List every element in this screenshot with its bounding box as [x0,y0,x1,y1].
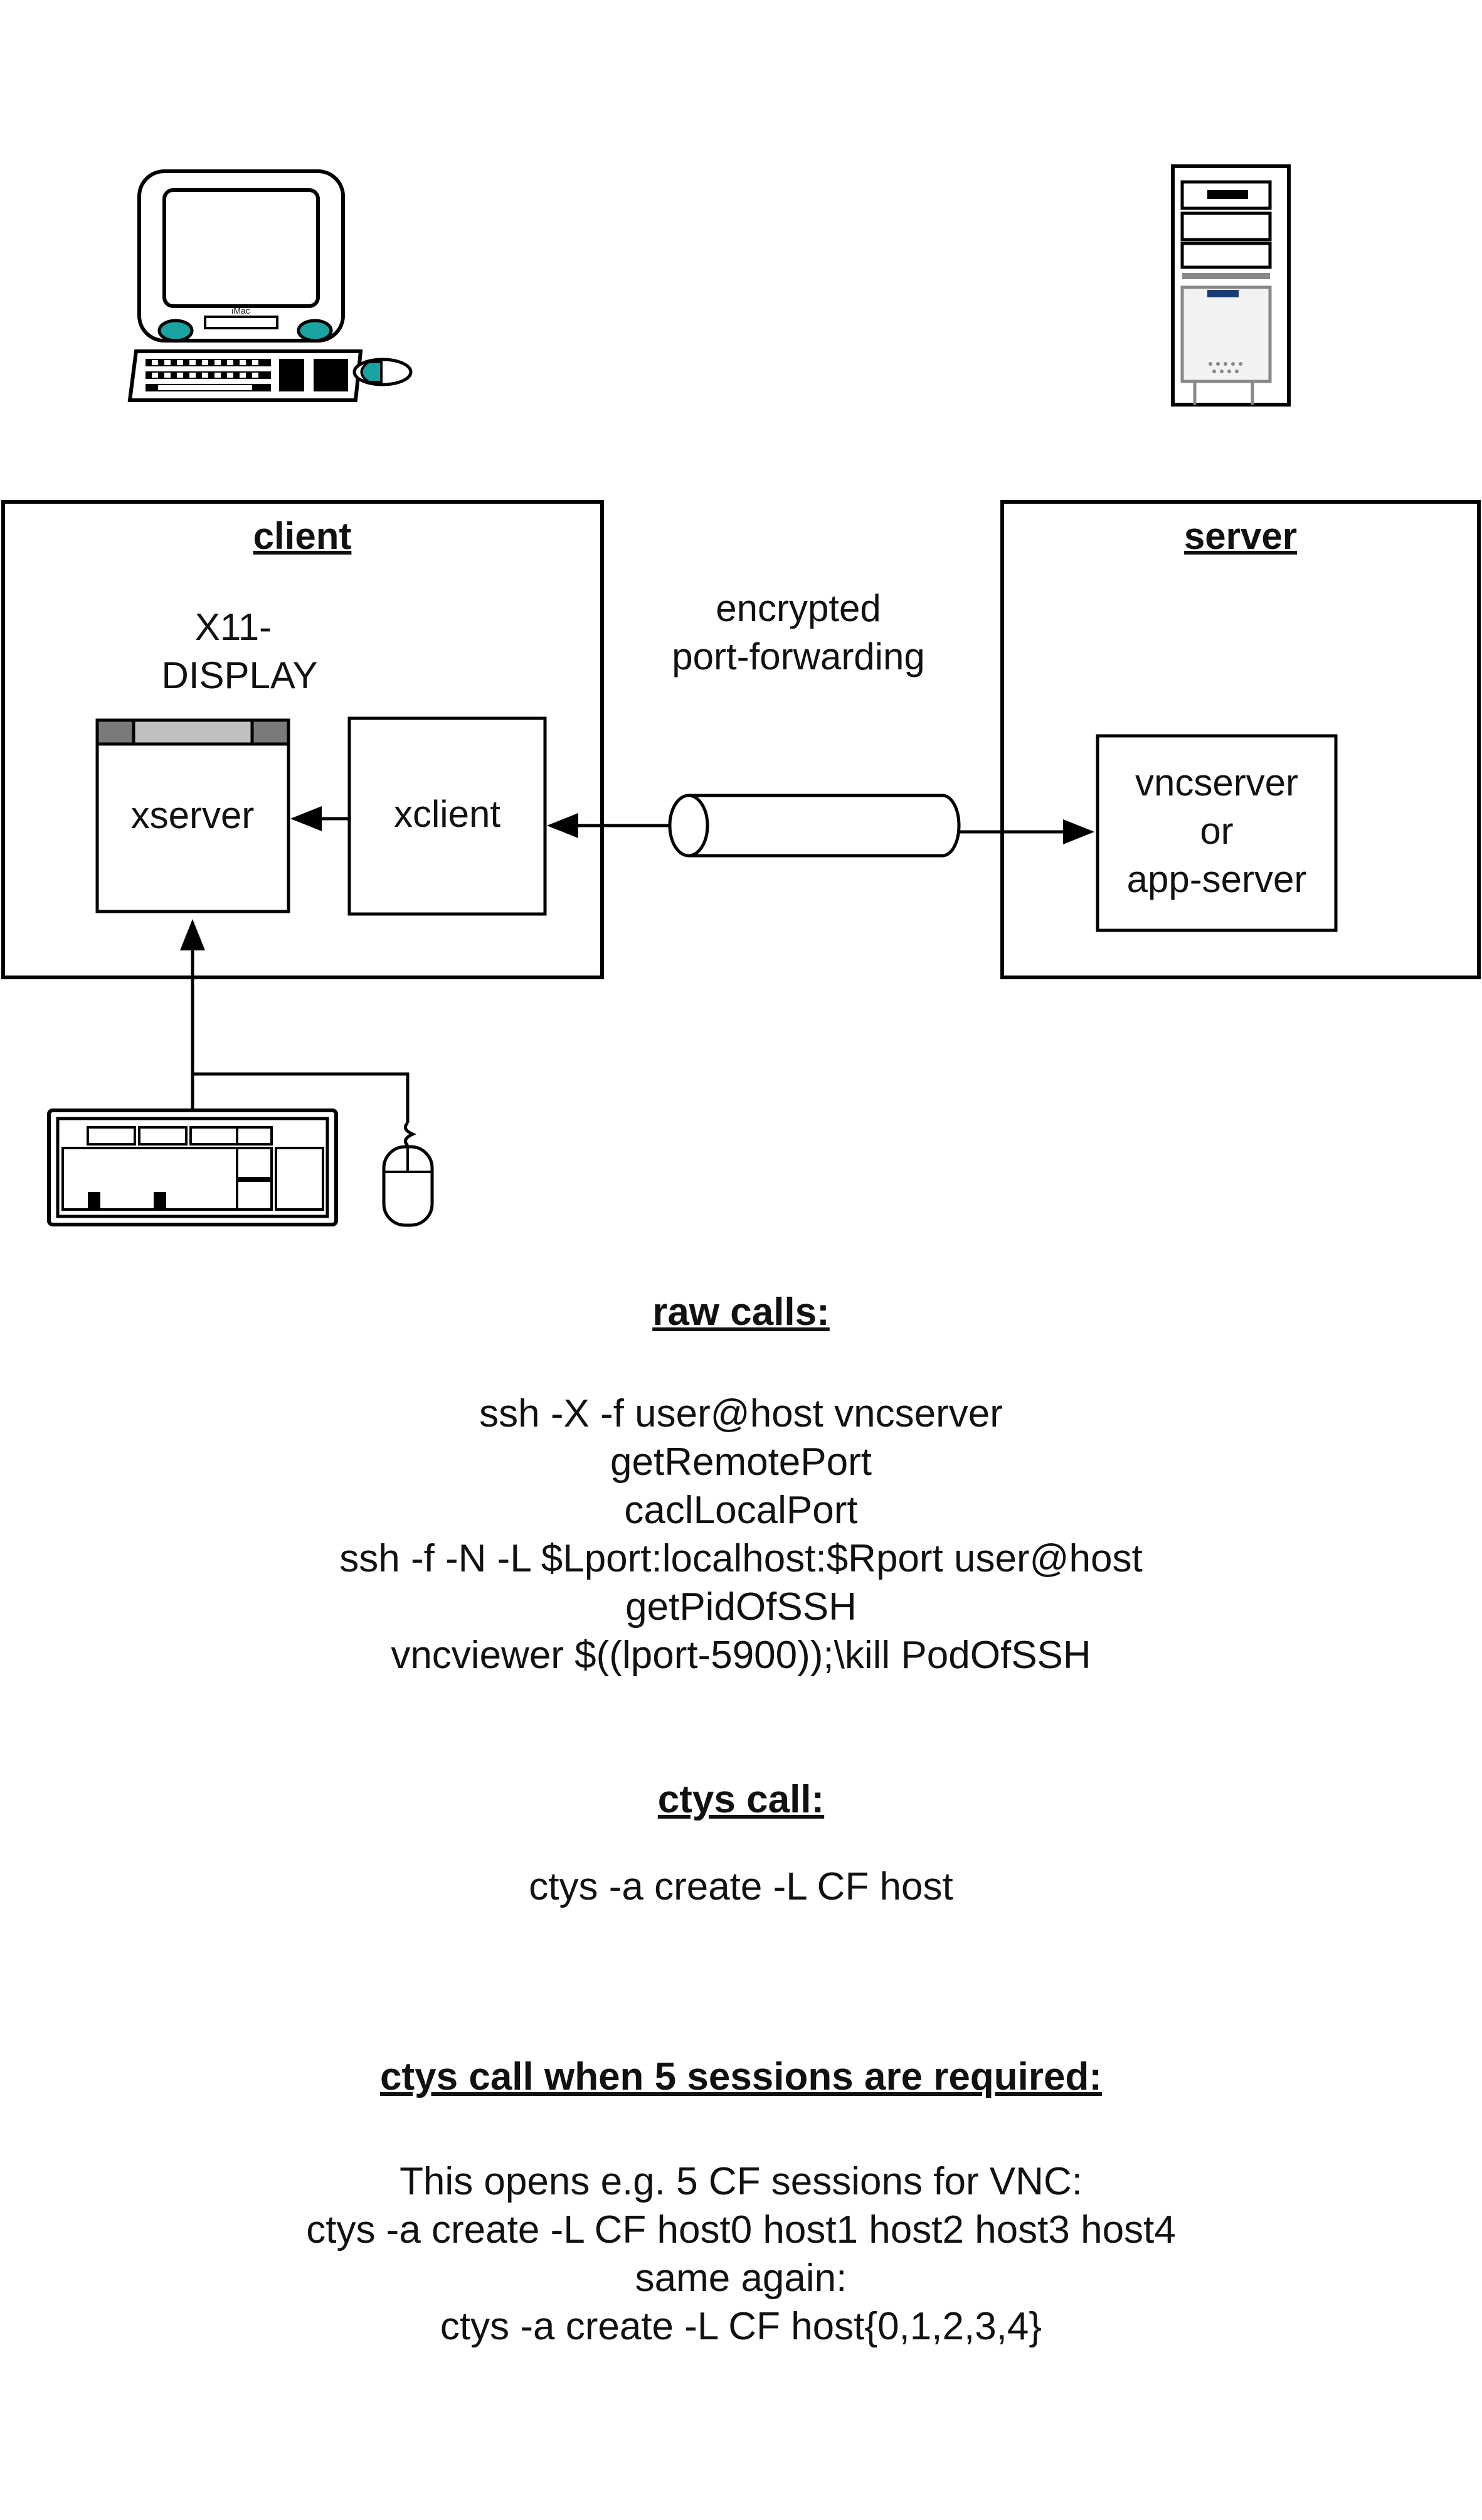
ctys-call-heading: ctys call: [657,1778,825,1821]
xclient-label: xclient [394,793,500,835]
xserver-label: xserver [131,794,255,836]
raw-call-line: getRemotePort [610,1440,872,1484]
client-computer-icon: iMac [127,169,413,402]
tunnel-label-line1: encrypted [716,587,881,629]
server-box [1000,500,1481,979]
client-box [1,500,604,979]
raw-call-line: caclLocalPort [624,1489,858,1532]
vncserver-label-line3: app-server [1127,858,1307,900]
xserver-window: xserver [95,718,290,913]
vncserver-label-line2: or [1200,810,1233,852]
vncserver-box: vncserver or app-server [1096,734,1338,932]
keyboard-icon [47,1108,338,1226]
ctys-multi-line: ctys -a create -L CF host0 host1 host2 h… [306,2208,1176,2252]
raw-call-line: vncviewer $((lport-5900));\kill PodOfSSH [391,1634,1091,1677]
ctys-multi-line: ctys -a create -L CF host{0,1,2,3,4} [440,2305,1042,2348]
server-tower-icon [1171,164,1291,407]
raw-call-line: getPidOfSSH [625,1585,857,1629]
xclient-box: xclient [347,716,547,916]
ctys-multi-line: This opens e.g. 5 CF sessions for VNC: [400,2160,1082,2203]
ctys-call-line: ctys -a create -L CF host [529,1865,953,1908]
tunnel-label-line2: port-forwarding [672,635,925,678]
ctys-multi-line: same again: [635,2257,847,2300]
ssh-tunnel-pipe [668,794,961,858]
raw-calls-heading: raw calls: [652,1290,830,1334]
x11-display-label-line2: DISPLAY [162,654,318,696]
mouse-icon [382,1145,434,1227]
raw-call-line: ssh -f -N -L $Lport:localhost:$Rport use… [339,1537,1143,1580]
monitor-badge: iMac [231,306,250,316]
ctys-multi-heading: ctys call when 5 sessions are required: [380,2055,1102,2098]
vncserver-label-line1: vncserver [1135,762,1298,804]
server-title: server [1184,515,1297,557]
client-title: client [253,515,352,557]
x11-display-label-line1: X11- [195,606,272,648]
architecture-diagram: iMac [1,164,1481,1227]
raw-call-line: ssh -X -f user@host vncserver [479,1392,1003,1435]
